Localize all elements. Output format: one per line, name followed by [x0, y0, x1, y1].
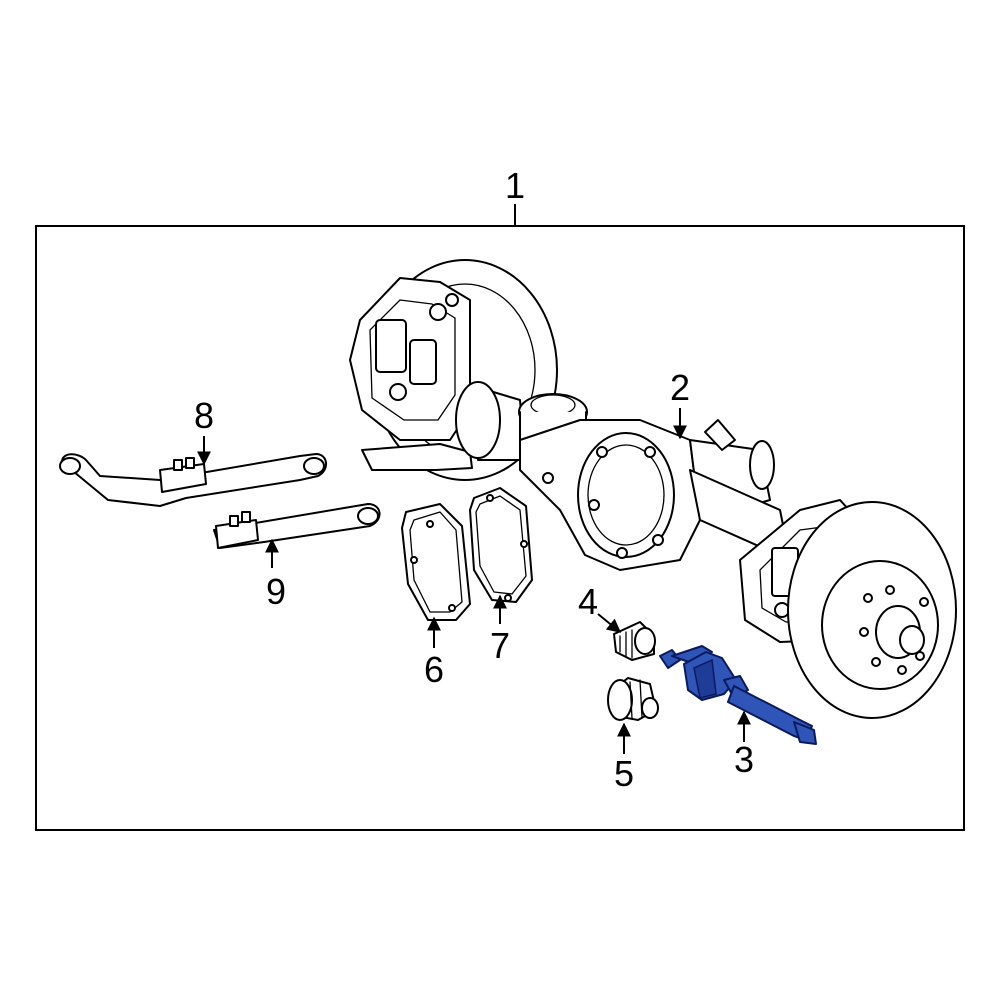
callout-9: 9 [266, 571, 286, 612]
callout-3: 3 [734, 739, 754, 780]
callout-5: 5 [614, 753, 634, 794]
axle-housing-drawing [349, 259, 957, 719]
leader-arrow-4 [597, 613, 622, 633]
axle-shaft-highlighted [659, 645, 817, 745]
callout-1: 1 [505, 165, 525, 206]
callout-2: 2 [670, 367, 690, 408]
drag-link-drawing [213, 503, 381, 549]
callout-8: 8 [194, 395, 214, 436]
callout-4: 4 [578, 581, 598, 622]
housing-gasket-drawing [469, 487, 533, 603]
cover-gasket-drawing [401, 503, 471, 621]
callout-6: 6 [424, 649, 444, 690]
callout-7: 7 [490, 625, 510, 666]
assembly-frame [35, 225, 965, 831]
track-bar-drawing [59, 453, 327, 507]
pinion-bearing-drawing [613, 621, 656, 661]
carrier-bearing-drawing [607, 677, 659, 721]
